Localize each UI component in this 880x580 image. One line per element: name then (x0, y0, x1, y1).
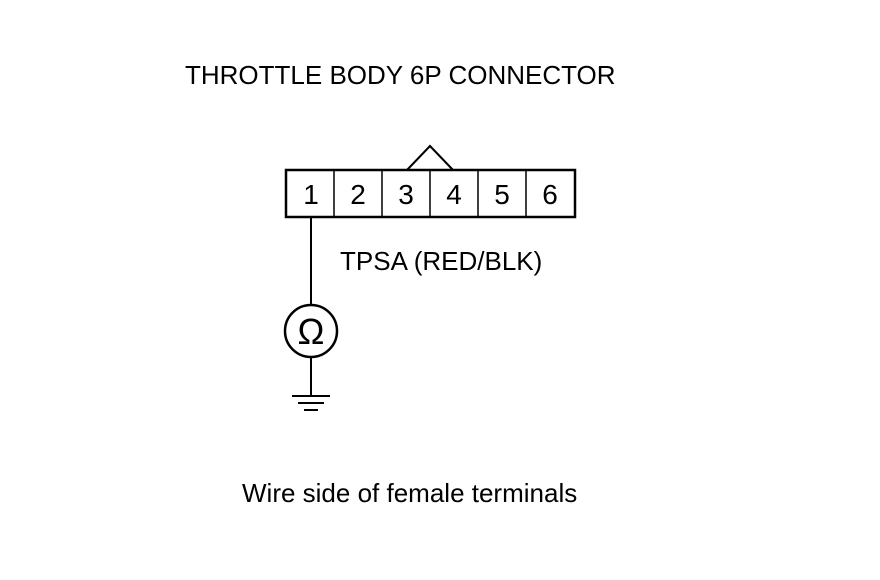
terminal-6: 6 (542, 179, 558, 210)
terminal-1: 1 (303, 179, 319, 210)
diagram-caption: Wire side of female terminals (242, 478, 578, 508)
connector-lock-tab (406, 144, 454, 171)
terminal-2: 2 (350, 179, 366, 210)
diagram-title: THROTTLE BODY 6P CONNECTOR (185, 60, 616, 90)
terminal-5: 5 (494, 179, 510, 210)
terminal-numbers: 1 2 3 4 5 6 (303, 179, 558, 210)
terminal-dividers (333, 170, 527, 217)
terminal-4: 4 (446, 179, 462, 210)
terminal-3: 3 (398, 179, 414, 210)
wire-label: TPSA (RED/BLK) (340, 246, 543, 276)
ohm-icon: Ω (298, 311, 325, 352)
ground-icon (292, 395, 330, 411)
